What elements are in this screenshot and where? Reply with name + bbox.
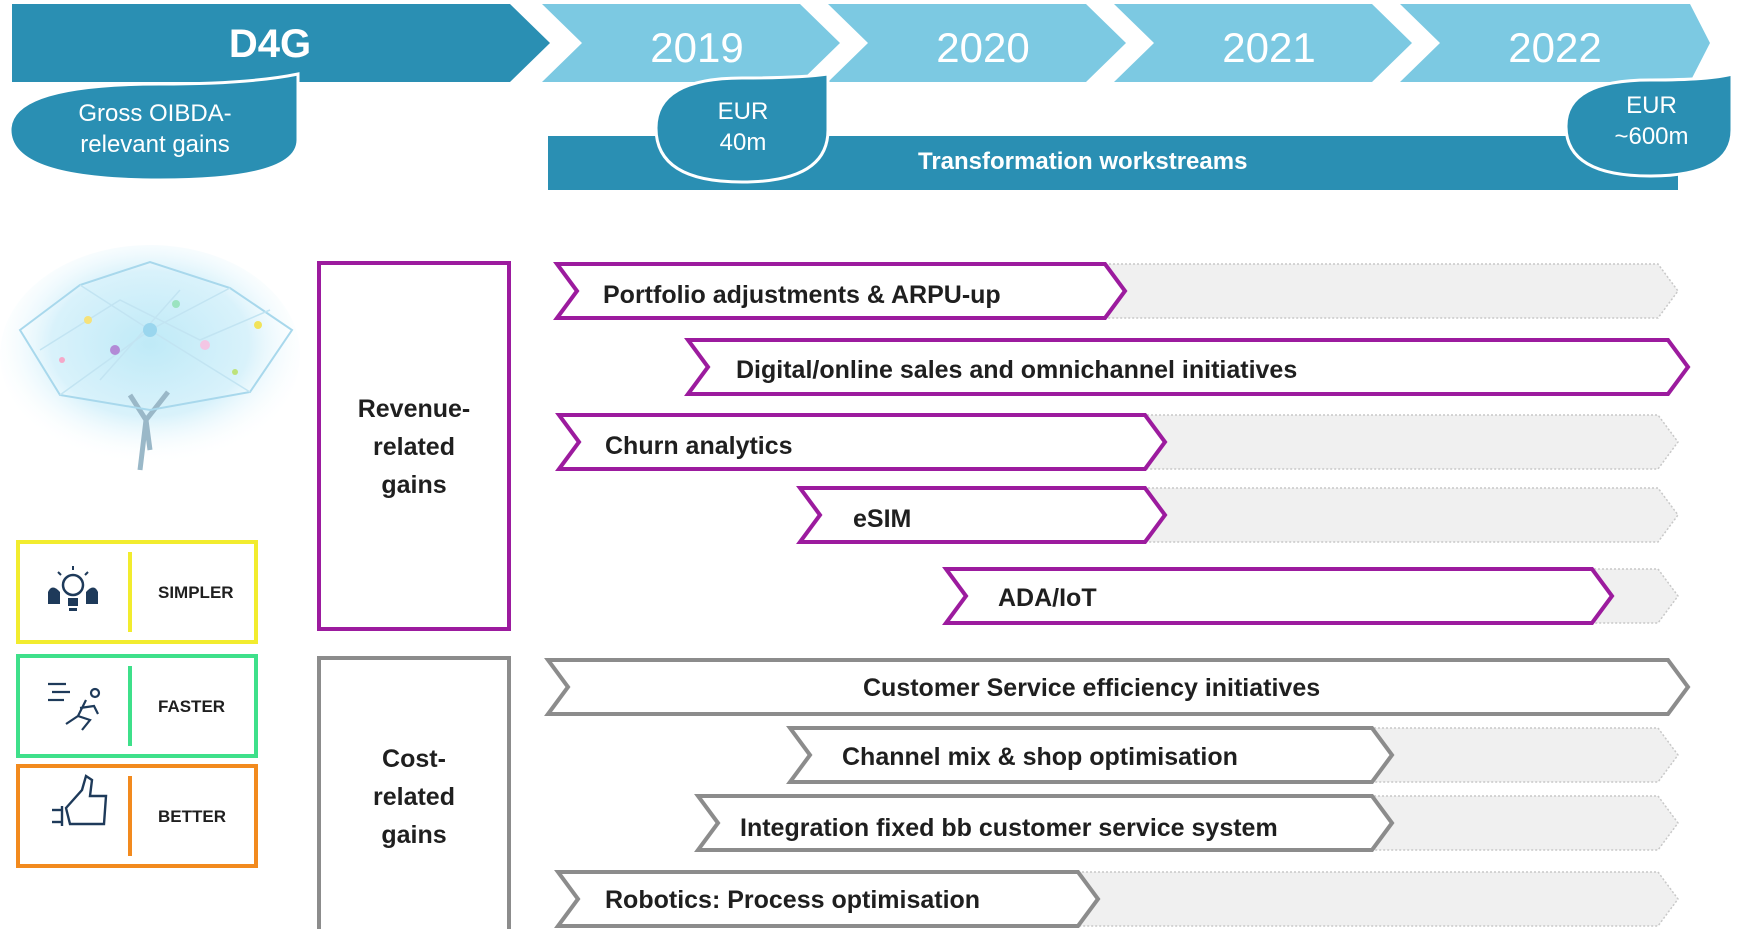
timeline-2022-chevron: [1400, 4, 1710, 82]
thumbs-up-icon: [52, 774, 108, 826]
timeline-2021-chevron: [1114, 4, 1412, 82]
better-box: [16, 764, 258, 868]
year-label: 2019: [650, 24, 744, 71]
gains-label: Gross OIBDA- relevant gains: [78, 100, 232, 158]
initiative-arrow: [786, 726, 1395, 784]
initiative-arrow: [555, 413, 1168, 471]
initiative-label: eSIM: [853, 505, 912, 533]
program-label: D4G: [228, 22, 312, 66]
year-label: 2022: [1508, 24, 1602, 71]
year-label: 2021: [1222, 24, 1316, 71]
running-person-icon: [48, 682, 101, 731]
end-value-label: EUR ~600m: [1614, 92, 1689, 150]
initiative-label: Robotics: Process optimisation: [605, 886, 981, 914]
year-label: 2020: [936, 24, 1030, 71]
start-value-bubble: [654, 72, 830, 184]
better-label: BETTER: [158, 807, 226, 826]
workstreams-label: Transformation workstreams: [918, 148, 1248, 175]
initiative-label: ADA/IoT: [998, 584, 1097, 612]
timeline-2019-chevron: [542, 4, 840, 82]
timeline-d4g-bar: [12, 4, 550, 82]
end-value-bubble: [1564, 72, 1734, 178]
initiative-arrow: [684, 338, 1691, 396]
cost-category-label: Cost- related gains: [373, 745, 455, 849]
initiative-label: Portfolio adjustments & ARPU-up: [603, 281, 1001, 309]
start-value-label: EUR 40m: [717, 98, 769, 156]
initiative-label: Customer Service efficiency initiatives: [863, 674, 1321, 702]
initiative-arrow: [554, 870, 1101, 928]
initiative-arrow: [544, 658, 1691, 716]
cost-category-box: [317, 656, 511, 929]
tree-illustration: [0, 245, 300, 471]
initiative-label: Integration fixed bb customer service sy…: [740, 814, 1278, 842]
gains-bubble: [8, 72, 300, 182]
faster-label: FASTER: [158, 697, 226, 716]
initiative-arrow: [553, 262, 1128, 320]
initiative-arrow: [796, 486, 1168, 544]
faster-box: [16, 654, 258, 758]
initiative-label: Churn analytics: [605, 432, 793, 460]
revenue-category-box: [317, 261, 511, 631]
initiative-label: Digital/online sales and omnichannel ini…: [736, 356, 1298, 384]
lightbulb-icon: [48, 566, 98, 611]
initiative-arrow: [942, 567, 1615, 625]
revenue-category-label: Revenue- related gains: [357, 395, 471, 499]
initiative-label: Channel mix & shop optimisation: [842, 743, 1238, 771]
timeline-2020-chevron: [828, 4, 1126, 82]
simpler-label: SIMPLER: [158, 583, 234, 602]
initiative-arrow: [694, 794, 1395, 852]
